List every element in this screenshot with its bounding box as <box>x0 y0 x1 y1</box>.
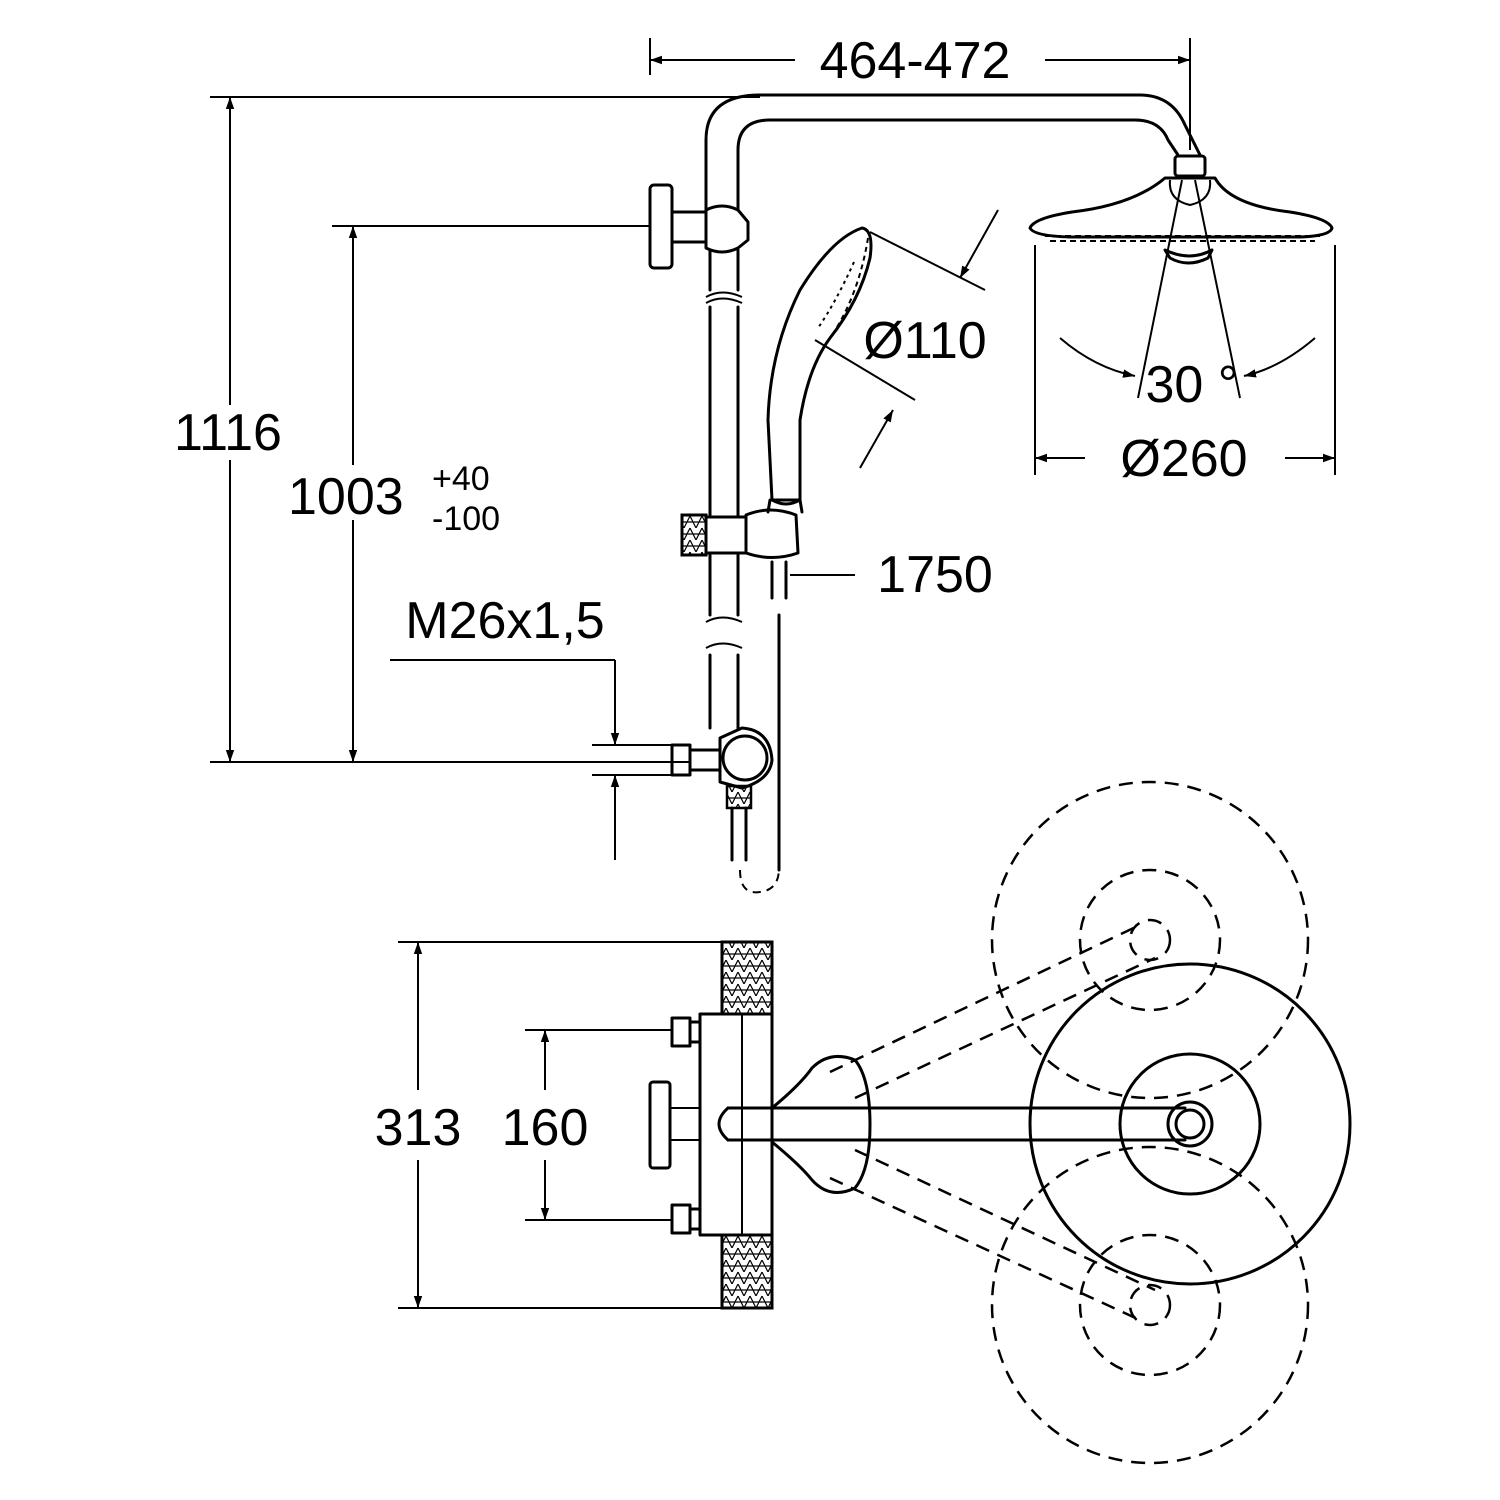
depth-total-label: 313 <box>375 1099 462 1157</box>
hand-shower-diameter-label: Ø110 <box>863 312 986 370</box>
total-height-dimension: 1116 <box>174 96 760 763</box>
adjust-height-tol-plus: +40 <box>432 460 490 498</box>
hose-length-label: 1750 <box>877 546 993 604</box>
depth-inlet-dimension: 160 <box>502 1029 672 1221</box>
hand-shower-holder <box>680 498 804 559</box>
top-view: 313 160 <box>375 780 1352 1465</box>
total-height-label: 1116 <box>174 404 282 462</box>
depth-inlet-label: 160 <box>502 1099 589 1157</box>
shower-arm <box>704 93 1202 212</box>
riser-rail <box>705 248 743 730</box>
thread-dimension: M26x1,5 <box>390 592 672 860</box>
head-shower <box>1028 154 1336 475</box>
mixer-body-top <box>648 940 774 1310</box>
spray-angle-dimension: 30 ° <box>1059 179 1316 414</box>
adjust-height-label: 1003 <box>288 468 404 526</box>
depth-total-dimension: 313 <box>375 941 725 1309</box>
arm-length-label: 464-472 <box>820 32 1011 90</box>
hand-shower-top <box>770 1054 872 1194</box>
mixer-connection <box>670 726 774 862</box>
head-diameter-label: Ø260 <box>1120 430 1247 488</box>
adjust-height-dimension: 1003 +40 -100 <box>288 225 650 762</box>
hand-shower: Ø110 <box>766 209 999 506</box>
adjust-height-tol-minus: -100 <box>432 500 500 538</box>
hose: 1750 <box>739 546 993 894</box>
front-view: 464-472 1116 1003 +40 -100 <box>174 32 1336 894</box>
swivel-positions <box>829 780 1310 1465</box>
thread-label: M26x1,5 <box>405 592 604 650</box>
shower-arm-top <box>717 1100 1214 1148</box>
arm-length-dimension: 464-472 <box>649 32 1191 150</box>
wall-bracket <box>648 183 750 270</box>
head-shower-top <box>1028 962 1352 1286</box>
spray-angle-label: 30 ° <box>1145 356 1238 414</box>
head-diameter-dimension: Ø260 <box>1035 430 1335 488</box>
